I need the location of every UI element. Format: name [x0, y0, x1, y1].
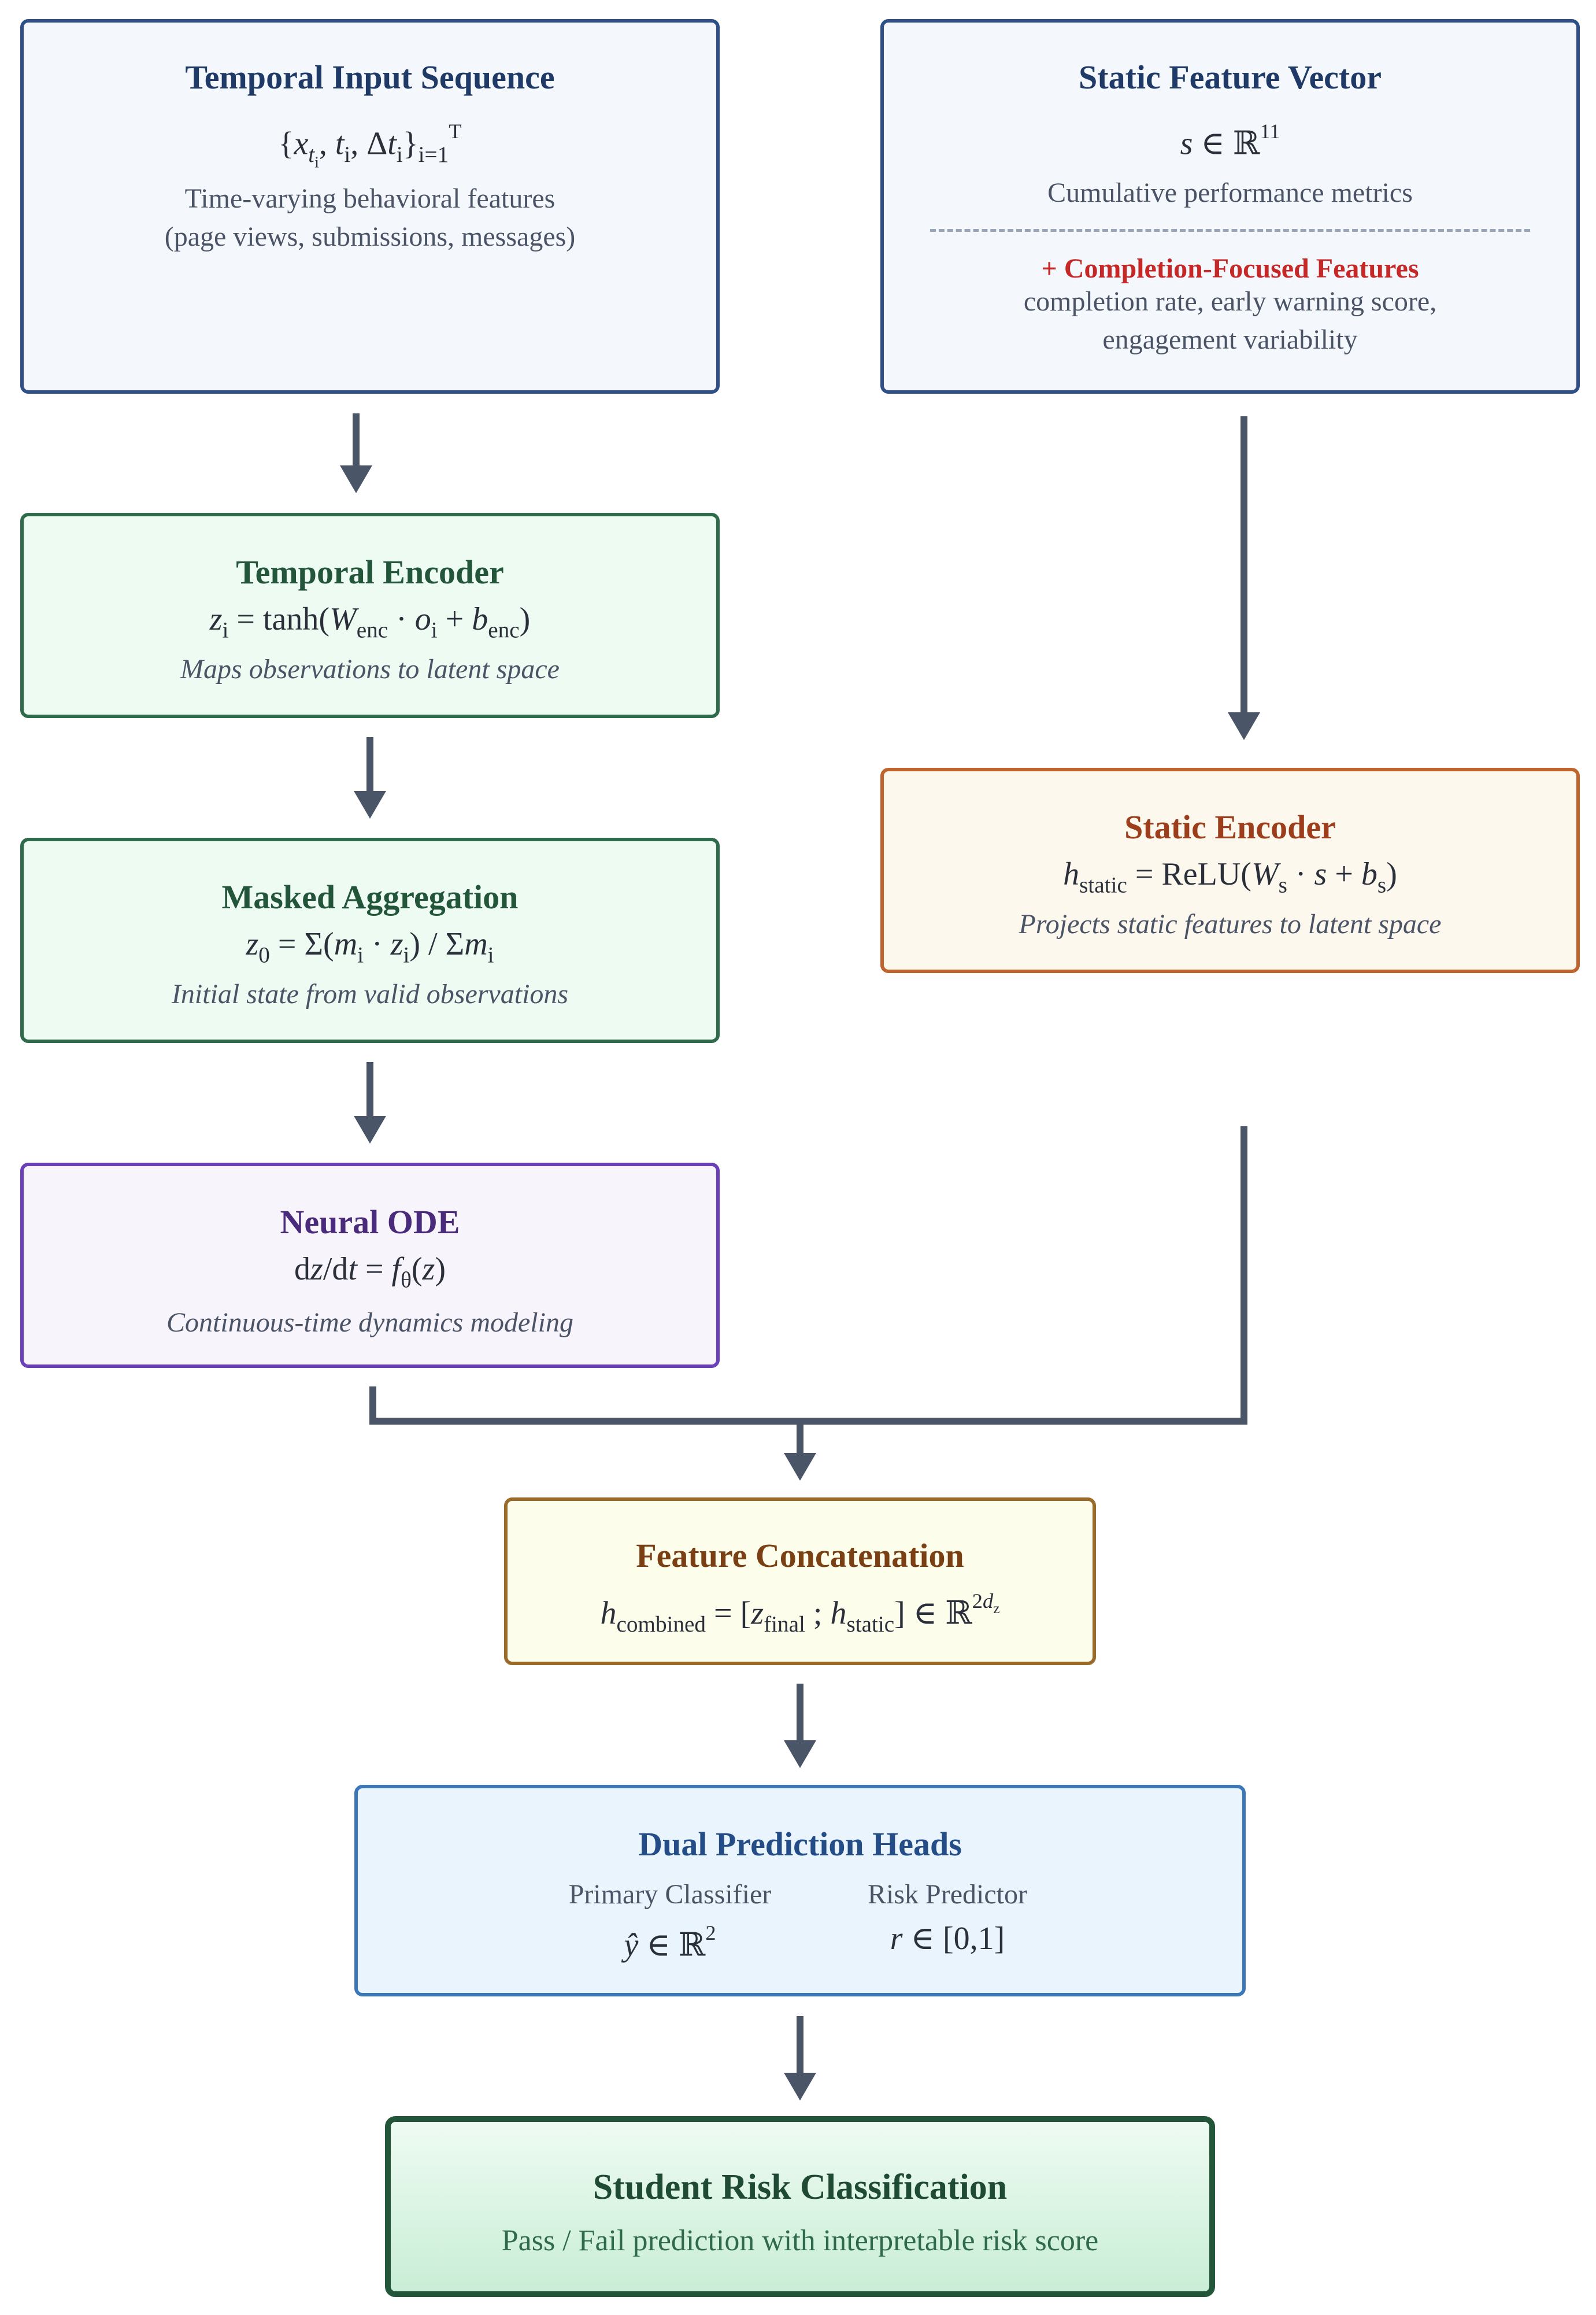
primary-classifier-exponent: 2 — [705, 1921, 716, 1944]
static-encoder-desc: Projects static features to latent space — [1019, 909, 1442, 940]
neural-ode-desc: Continuous-time dynamics modeling — [166, 1307, 573, 1338]
completion-features-title: + Completion-Focused Features — [1041, 253, 1419, 284]
static-vector-exponent: 11 — [1260, 120, 1280, 143]
temporal-input-desc-1: Time-varying behavioral features — [184, 183, 556, 214]
temporal-input-desc-2: (page views, submissions, messages) — [164, 221, 576, 252]
dashed-divider — [930, 229, 1530, 232]
static-vector-desc: Cumulative performance metrics — [1047, 177, 1413, 208]
arrowhead — [784, 2073, 816, 2100]
risk-predictor-formula: r ∈ [0,1] — [890, 1921, 1005, 1957]
static-encoder-title: Static Encoder — [1124, 808, 1336, 846]
completion-features-line-1: completion rate, early warning score, — [1023, 286, 1437, 317]
static-encoder-box: Static Encoder hstatic = ReLU(Ws · s + b… — [880, 768, 1580, 973]
arrowhead — [784, 1740, 816, 1768]
feature-concat-formula: hcombined = [zfinal ; hstatic] ∈ ℝ2dz — [600, 1589, 1000, 1637]
temporal-input-title: Temporal Input Sequence — [185, 58, 555, 96]
primary-classifier-formula: ŷ ∈ ℝ2 — [624, 1921, 716, 1963]
arrowhead — [354, 1116, 386, 1144]
primary-classifier-label: Primary Classifier — [568, 1879, 772, 1910]
neural-ode-title: Neural ODE — [280, 1203, 460, 1241]
static-encoder-formula: hstatic = ReLU(Ws · s + bs) — [1063, 856, 1397, 898]
temporal-encoder-desc: Maps observations to latent space — [180, 654, 560, 685]
static-vector-formula: s ∈ ℝ11 — [1180, 120, 1280, 162]
masked-aggregation-title: Masked Aggregation — [221, 878, 519, 916]
masked-aggregation-box: Masked Aggregation z0 = Σ(mi · zi) / Σmi… — [20, 838, 720, 1043]
masked-aggregation-formula: z0 = Σ(mi · zi) / Σmi — [246, 926, 494, 968]
completion-features-line-2: engagement variability — [1102, 324, 1358, 355]
temporal-encoder-title: Temporal Encoder — [236, 553, 504, 591]
dual-heads-box: Dual Prediction Heads Primary Classifier… — [354, 1785, 1246, 1996]
feature-concat-box: Feature Concatenation hcombined = [zfina… — [504, 1497, 1096, 1665]
risk-predictor-label: Risk Predictor — [868, 1879, 1027, 1910]
temporal-encoder-box: Temporal Encoder zi = tanh(Wenc · oi + b… — [20, 513, 720, 718]
dual-heads-title: Dual Prediction Heads — [638, 1825, 962, 1863]
neural-ode-box: Neural ODE dz/dt = fθ(z) Continuous-time… — [20, 1163, 720, 1368]
arrowhead — [340, 465, 372, 493]
temporal-encoder-formula: zi = tanh(Wenc · oi + benc) — [209, 601, 531, 643]
student-risk-title: Student Risk Classification — [593, 2168, 1008, 2207]
arrowhead — [354, 791, 386, 819]
static-vector-box: Static Feature Vector s ∈ ℝ11 Cumulative… — [880, 19, 1580, 394]
feature-concat-title: Feature Concatenation — [636, 1537, 964, 1574]
static-vector-title: Static Feature Vector — [1079, 58, 1382, 96]
neural-ode-formula: dz/dt = fθ(z) — [294, 1251, 446, 1293]
arrowhead — [1228, 712, 1260, 740]
temporal-input-box: Temporal Input Sequence {xti, ti, Δti}i=… — [20, 19, 720, 394]
masked-aggregation-desc: Initial state from valid observations — [171, 979, 569, 1009]
connector-merge — [369, 1386, 1247, 1425]
student-risk-box: Student Risk Classification Pass / Fail … — [385, 2116, 1215, 2297]
arrowhead — [784, 1453, 816, 1481]
temporal-input-formula: {xti, ti, Δti}i=1T — [278, 120, 462, 171]
student-risk-desc: Pass / Fail prediction with interpretabl… — [501, 2224, 1099, 2257]
